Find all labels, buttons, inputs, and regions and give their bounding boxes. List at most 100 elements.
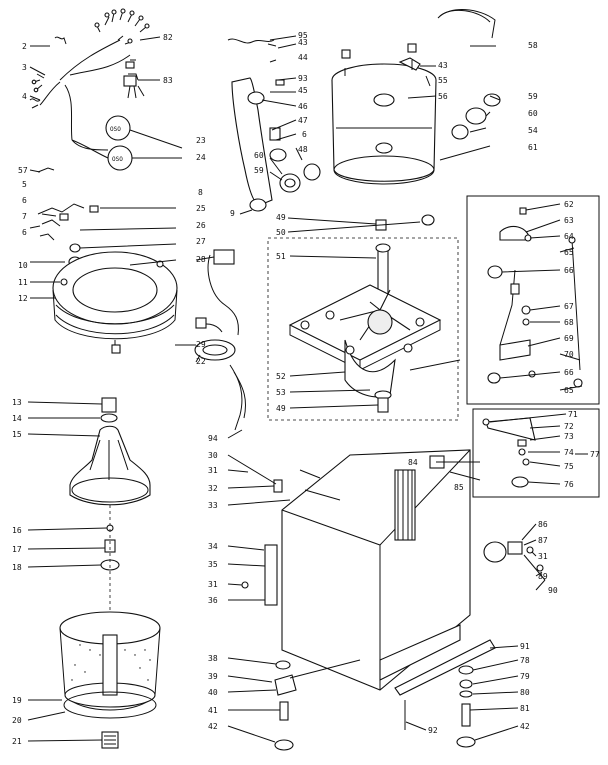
callout-11: 11: [18, 278, 28, 287]
callout-89: 89: [538, 572, 548, 581]
svg-text:OSO: OSO: [112, 156, 123, 163]
callout-29: 29: [196, 340, 206, 349]
callout-94: 94: [208, 434, 218, 443]
callout-2: 2: [22, 42, 27, 51]
callout-17: 17: [12, 545, 22, 554]
callout-42: 42: [208, 722, 218, 731]
callout-13: 13: [12, 398, 22, 407]
callout-66: 66: [564, 266, 574, 275]
callout-7: 7: [22, 212, 27, 221]
callout-31: 31: [208, 466, 218, 475]
callout-31-lower: 31: [208, 580, 218, 589]
callout-43-tub: 43: [438, 61, 448, 70]
callout-67: 67: [564, 302, 574, 311]
callout-33: 33: [208, 501, 218, 510]
callout-16: 16: [12, 526, 22, 535]
callout-30: 30: [208, 451, 218, 460]
leader-lines: [27, 35, 588, 743]
callout-labels: 2 3 4 57 5 6 7 6 10 11 12 82 83 23 24 8 …: [12, 31, 600, 746]
callout-91: 91: [520, 642, 530, 651]
callout-41: 41: [208, 706, 218, 715]
callout-6: 6: [22, 196, 27, 205]
leveling-feet: [274, 659, 476, 751]
callout-48: 48: [298, 145, 308, 154]
callout-35: 35: [208, 560, 218, 569]
callout-49: 49: [276, 213, 286, 222]
callout-66-lower: 66: [564, 368, 574, 377]
outer-tub: [227, 9, 501, 212]
callout-61: 61: [528, 143, 538, 152]
callout-27: 27: [196, 237, 206, 246]
callout-57: 57: [18, 166, 28, 175]
callout-26: 26: [196, 221, 206, 230]
callout-70: 70: [564, 350, 574, 359]
callout-53: 53: [276, 388, 286, 397]
cabinet-assembly: [241, 449, 546, 696]
agitator-assembly: [59, 397, 161, 749]
callout-75: 75: [564, 462, 574, 471]
callout-38: 38: [208, 654, 218, 663]
callout-6-lower: 6: [22, 228, 27, 237]
callout-31-right: 31: [538, 552, 548, 561]
callout-52: 52: [276, 372, 286, 381]
callout-95: 95: [298, 31, 308, 40]
callout-34: 34: [208, 542, 218, 551]
callout-4: 4: [22, 92, 27, 101]
callout-36: 36: [208, 596, 218, 605]
callout-43: 43: [298, 38, 308, 47]
tub-cover-assembly: [37, 203, 178, 354]
callout-23: 23: [196, 136, 206, 145]
callout-76: 76: [564, 480, 574, 489]
callout-21: 21: [12, 737, 22, 746]
callout-6-pump: 6: [302, 130, 307, 139]
callout-80: 80: [520, 688, 530, 697]
callout-59-tub: 59: [528, 92, 538, 101]
callout-65-lower: 65: [564, 386, 574, 395]
callout-73: 73: [564, 432, 574, 441]
callout-58: 58: [528, 41, 538, 50]
transmission-assembly: [267, 214, 461, 421]
callout-44: 44: [298, 53, 308, 62]
callout-86: 86: [538, 520, 548, 529]
callout-71: 71: [568, 410, 578, 419]
callout-81: 81: [520, 704, 530, 713]
callout-12: 12: [18, 294, 28, 303]
callout-60-tub: 60: [528, 109, 538, 118]
callout-18: 18: [12, 563, 22, 572]
callout-49-lower: 49: [276, 404, 286, 413]
callout-5: 5: [22, 180, 27, 189]
callout-93: 93: [298, 74, 308, 83]
callout-45: 45: [298, 86, 308, 95]
callout-24: 24: [196, 153, 206, 162]
wire-harness: OSO OSO: [29, 8, 150, 173]
callout-65: 65: [564, 248, 574, 257]
callout-3: 3: [22, 63, 27, 72]
callout-15: 15: [12, 430, 22, 439]
callout-47: 47: [298, 116, 308, 125]
callout-69: 69: [564, 334, 574, 343]
callout-32: 32: [208, 484, 218, 493]
callout-28: 28: [196, 255, 206, 264]
svg-text:OSO: OSO: [110, 126, 121, 133]
callout-78: 78: [520, 656, 530, 665]
callout-79: 79: [520, 672, 530, 681]
callout-20: 20: [12, 716, 22, 725]
callout-90: 90: [548, 586, 558, 595]
callout-60: 60: [254, 151, 264, 160]
callout-72: 72: [564, 422, 574, 431]
callout-59: 59: [254, 166, 264, 175]
callout-77: 77: [590, 450, 600, 459]
callout-83: 83: [163, 76, 173, 85]
brake-detail-box: [466, 195, 600, 405]
callout-50: 50: [276, 228, 286, 237]
callout-85: 85: [454, 483, 464, 492]
callout-40: 40: [208, 688, 218, 697]
callout-9: 9: [230, 209, 235, 218]
fill-hose: [194, 249, 247, 431]
callout-19: 19: [12, 696, 22, 705]
callout-63: 63: [564, 216, 574, 225]
callout-56: 56: [438, 92, 448, 101]
callout-14: 14: [12, 414, 22, 423]
